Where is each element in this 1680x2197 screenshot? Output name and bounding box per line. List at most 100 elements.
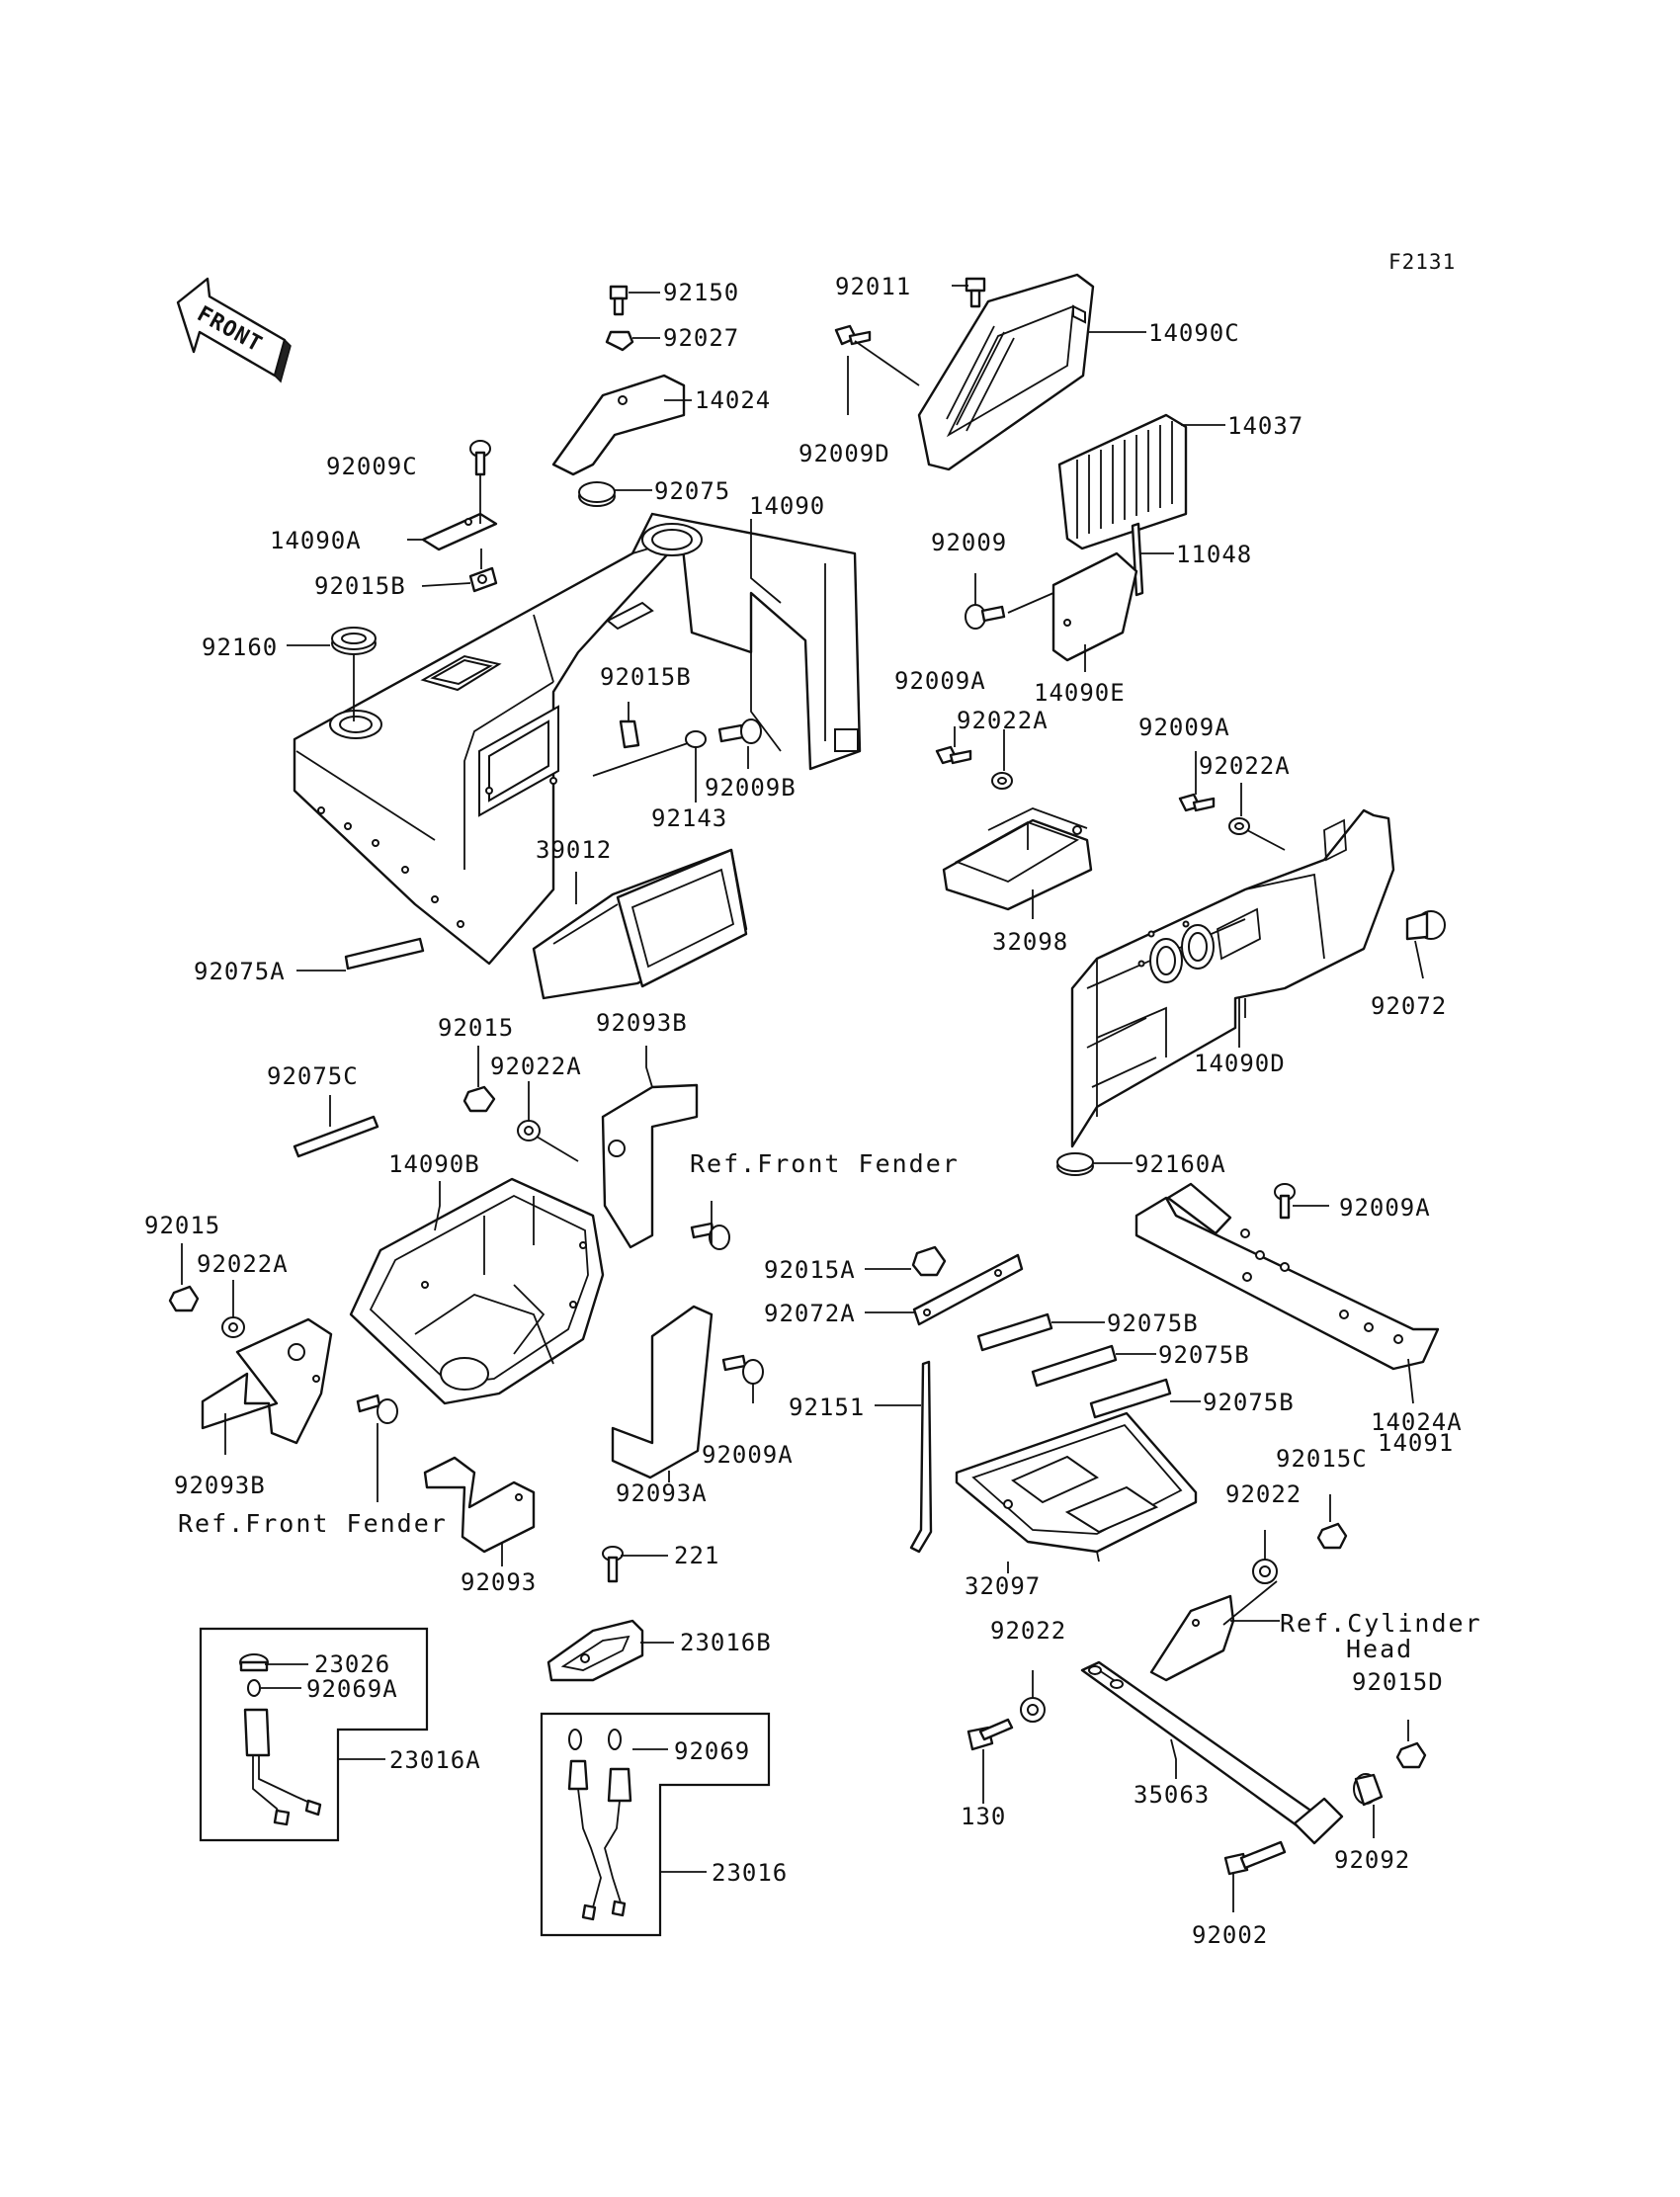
label-92009a-3: 92009A — [1339, 1194, 1431, 1222]
screw-221-part — [602, 1546, 624, 1583]
screw-92009b-part — [717, 718, 762, 744]
label-92160: 92160 — [202, 634, 278, 661]
spacer-92143-part — [592, 730, 707, 777]
label-92093a: 92093A — [616, 1479, 708, 1507]
cap-23026-part — [239, 1653, 269, 1672]
label-92075a: 92075A — [194, 958, 286, 985]
label-92009c: 92009C — [326, 453, 418, 480]
label-92027: 92027 — [663, 324, 739, 352]
cover-14090e-part — [1051, 551, 1138, 662]
ref-cylinder-head-line1: Ref.Cylinder — [1280, 1609, 1482, 1638]
label-92015b-mid: 92015B — [600, 663, 692, 691]
label-92075: 92075 — [654, 477, 730, 505]
ref-cylinder-head-line2: Head — [1346, 1635, 1413, 1663]
bulb-92069-part — [568, 1729, 622, 1750]
screw-92011-part — [965, 277, 986, 308]
box-23016a-group — [199, 1627, 429, 1842]
label-92069a: 92069A — [306, 1675, 398, 1703]
ref-front-fender-upper: Ref.Front Fender — [690, 1149, 960, 1178]
label-92093b-top: 92093B — [596, 1009, 688, 1037]
label-23016: 23016 — [712, 1859, 788, 1887]
label-92011: 92011 — [835, 273, 911, 300]
label-23026: 23026 — [314, 1650, 390, 1678]
label-35063: 35063 — [1134, 1781, 1210, 1809]
label-92072: 92072 — [1371, 992, 1447, 1020]
rod-92151-part — [909, 1360, 933, 1554]
bracket-92093-part — [423, 1456, 536, 1554]
label-92015-2: 92015 — [144, 1212, 220, 1239]
washer-92022a-4-part — [221, 1316, 245, 1338]
label-92093: 92093 — [461, 1568, 537, 1596]
label-92075b-3: 92075B — [1203, 1389, 1295, 1416]
panel-frame-14090c-part — [917, 273, 1095, 471]
nut-92015-2-part — [168, 1285, 200, 1312]
label-92160a: 92160A — [1134, 1150, 1226, 1178]
label-23016a: 23016A — [389, 1746, 481, 1774]
screw-92009a-lower-right-part — [721, 1354, 764, 1385]
washer-92022-2-part — [1020, 1697, 1046, 1723]
bracket-92093b-bottom-part — [201, 1317, 333, 1445]
screw-92009c-part — [469, 440, 491, 476]
screw-92009a-lower-left-part — [356, 1394, 398, 1424]
ref-front-fender-lower: Ref.Front Fender — [178, 1509, 448, 1538]
battery-tray-32097-part — [955, 1411, 1198, 1563]
dashboard-14090d-part — [1070, 808, 1395, 1148]
label-92022-2: 92022 — [990, 1617, 1066, 1645]
label-92002: 92002 — [1192, 1921, 1268, 1949]
clip-92015b-top-part — [468, 566, 498, 593]
tape-92075b-2-part — [1031, 1344, 1118, 1388]
label-92015-1: 92015 — [438, 1014, 514, 1042]
leader-lines — [181, 285, 1424, 1912]
tray-14090b-part — [349, 1177, 605, 1405]
label-92015c: 92015C — [1276, 1445, 1368, 1473]
label-92022a-2: 92022A — [1199, 752, 1291, 780]
label-14090e: 14090E — [1034, 679, 1126, 707]
label-92022a-4: 92022A — [197, 1250, 289, 1278]
bolt-130-part — [966, 1718, 1014, 1751]
screw-92009a-4-part — [1274, 1183, 1296, 1220]
nut-92015c-part — [1316, 1522, 1348, 1550]
label-92150: 92150 — [663, 279, 739, 306]
label-92075c: 92075C — [267, 1062, 359, 1090]
stay-35063-part — [1080, 1660, 1331, 1840]
socket-harness-23016a-part — [243, 1708, 322, 1826]
label-221: 221 — [674, 1542, 719, 1569]
label-92009a-2: 92009A — [1138, 714, 1230, 741]
duct-39012-part — [532, 848, 748, 1000]
label-92069: 92069 — [674, 1737, 750, 1765]
label-32097: 32097 — [965, 1572, 1041, 1600]
label-92092: 92092 — [1334, 1846, 1410, 1874]
bracket-92093b-top-part — [601, 1083, 699, 1249]
screw-92009a-2-part — [1178, 793, 1216, 812]
screw-92009-part — [965, 604, 1006, 630]
label-92075b-1: 92075B — [1107, 1310, 1199, 1337]
label-92015b-top: 92015B — [314, 572, 406, 600]
label-14037: 14037 — [1227, 412, 1303, 440]
bolt-92002-part — [1223, 1840, 1287, 1876]
label-14090d: 14090D — [1194, 1050, 1286, 1077]
bulb-92069a-part — [247, 1679, 261, 1697]
bracket-92093a-part — [611, 1305, 714, 1479]
grommet-92160a-part — [1056, 1152, 1094, 1176]
label-23016b: 23016B — [680, 1629, 772, 1656]
screw-92009d-part — [834, 324, 872, 346]
label-32098: 32098 — [992, 928, 1068, 956]
label-92143: 92143 — [651, 804, 727, 832]
label-14091: 14091 — [1378, 1429, 1454, 1457]
tape-92075c-part — [293, 1115, 379, 1158]
bolt-92150-part — [609, 285, 629, 316]
label-92015d: 92015D — [1352, 1668, 1444, 1696]
label-92093b-bottom: 92093B — [174, 1472, 266, 1499]
label-130: 130 — [961, 1803, 1006, 1830]
screw-92009a-1-part — [935, 745, 972, 765]
label-92015a: 92015A — [764, 1256, 856, 1284]
cowl-14090-part — [293, 512, 862, 966]
tape-92075b-1-part — [976, 1312, 1053, 1352]
label-92009d: 92009D — [798, 440, 890, 467]
grommet-92075-part — [578, 481, 616, 507]
nut-92027-part — [605, 330, 634, 352]
label-11048: 11048 — [1176, 541, 1252, 568]
label-92022a-3: 92022A — [490, 1053, 582, 1080]
nut-92015d-part — [1395, 1741, 1427, 1769]
